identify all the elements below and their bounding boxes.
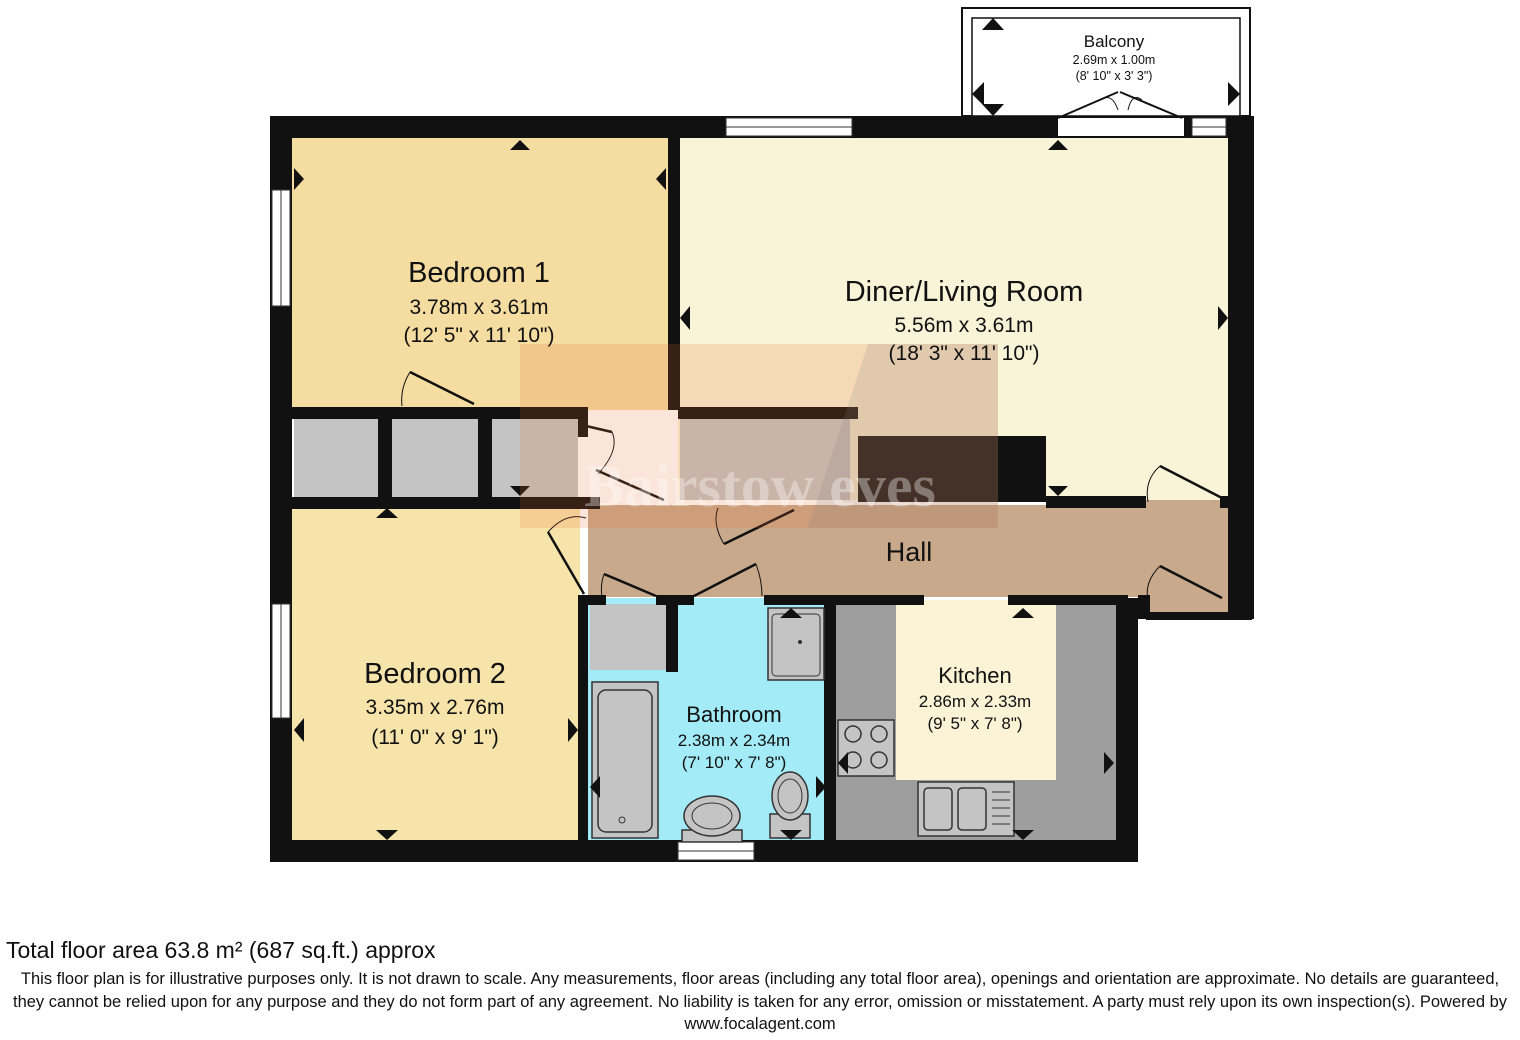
diner-living-room-imperial: (18' 3" x 11' 10") <box>889 342 1040 365</box>
diner-living-room-metric: 5.56m x 3.61m <box>895 314 1034 337</box>
arrow-marker <box>780 830 802 840</box>
bathroom-name: Bathroom <box>686 702 781 727</box>
floor-plan: Bairstow eves Bedroom 1 3.78m x 3.61m (1… <box>270 7 1254 862</box>
bedroom-1-imperial: (12' 5" x 11' 10") <box>404 324 555 347</box>
stairwell-block <box>858 436 1046 502</box>
diner-living-room-name: Diner/Living Room <box>845 276 1084 308</box>
arrow-marker <box>376 508 398 518</box>
storage-cupboard <box>590 604 666 670</box>
arrow-marker <box>294 168 304 190</box>
arrow-marker <box>816 776 826 798</box>
watermark: Bairstow eves <box>520 344 998 528</box>
arrow-marker <box>982 18 1004 30</box>
arrow-marker <box>982 104 1004 116</box>
arrow-marker <box>1012 830 1034 840</box>
bathroom-metric: 2.38m x 2.34m <box>678 731 790 750</box>
kitchen-name: Kitchen <box>938 663 1011 688</box>
hall-entry-area <box>1146 500 1230 618</box>
bedroom-2-area <box>290 505 580 840</box>
hall-name: Hall <box>886 537 933 567</box>
bath-tub <box>591 681 659 839</box>
storage-cupboard <box>492 418 578 498</box>
balcony-imperial: (8' 10" x 3' 3") <box>1076 69 1153 83</box>
arrow-marker <box>590 776 600 798</box>
total-floor-area: Total floor area 63.8 m² (687 sq.ft.) ap… <box>6 937 436 963</box>
arrow-marker <box>1048 486 1068 496</box>
hall-area <box>588 505 1230 597</box>
balcony-metric: 2.69m x 1.00m <box>1073 53 1156 67</box>
shower-tray <box>767 607 825 681</box>
arrow-marker <box>680 306 690 330</box>
bedroom-2-imperial: (11' 0" x 9' 1") <box>371 726 499 749</box>
door-swings <box>401 370 1223 601</box>
arrow-marker <box>656 168 666 190</box>
balcony-name: Balcony <box>1084 32 1145 51</box>
storage-cupboard <box>294 418 378 498</box>
arrow-marker <box>1104 752 1114 774</box>
kitchen-floor-area <box>896 600 1056 780</box>
balcony <box>961 7 1251 119</box>
arrow-marker <box>780 608 802 618</box>
bedroom-2-name: Bedroom 2 <box>364 658 506 690</box>
storage-cupboard <box>680 418 850 500</box>
arrow-marker <box>1228 82 1240 106</box>
arrow-marker <box>1218 306 1228 330</box>
toilet <box>769 771 811 839</box>
arrow-marker <box>294 718 304 742</box>
arrow-marker <box>838 752 848 774</box>
dimension-markers <box>294 18 1240 840</box>
windows <box>271 117 1227 861</box>
storage-cupboard <box>392 418 478 498</box>
arrow-marker <box>376 830 398 840</box>
bedroom-1-area <box>290 138 670 410</box>
arrow-marker <box>568 718 578 742</box>
kitchen-sink <box>917 781 1015 837</box>
bedroom-2-metric: 3.35m x 2.76m <box>366 696 505 719</box>
kitchen-metric: 2.86m x 2.33m <box>919 692 1031 711</box>
room-labels: Bedroom 1 3.78m x 3.61m (12' 5" x 11' 10… <box>364 32 1155 772</box>
bathroom-imperial: (7' 10" x 7' 8") <box>682 753 787 772</box>
arrow-marker <box>1012 608 1034 618</box>
arrow-marker <box>510 486 530 496</box>
arrow-marker <box>972 82 984 106</box>
balcony-door-opening <box>1058 118 1184 136</box>
arrow-marker <box>1048 140 1068 150</box>
kitchen-imperial: (9' 5" x 7' 8") <box>927 714 1022 733</box>
bedroom-1-metric: 3.78m x 3.61m <box>410 296 549 319</box>
disclaimer-text: This floor plan is for illustrative purp… <box>12 970 1507 1033</box>
bedroom-1-name: Bedroom 1 <box>408 257 550 289</box>
watermark-text: Bairstow eves <box>584 453 936 519</box>
wash-basin <box>681 795 743 843</box>
arrow-marker <box>510 140 530 150</box>
